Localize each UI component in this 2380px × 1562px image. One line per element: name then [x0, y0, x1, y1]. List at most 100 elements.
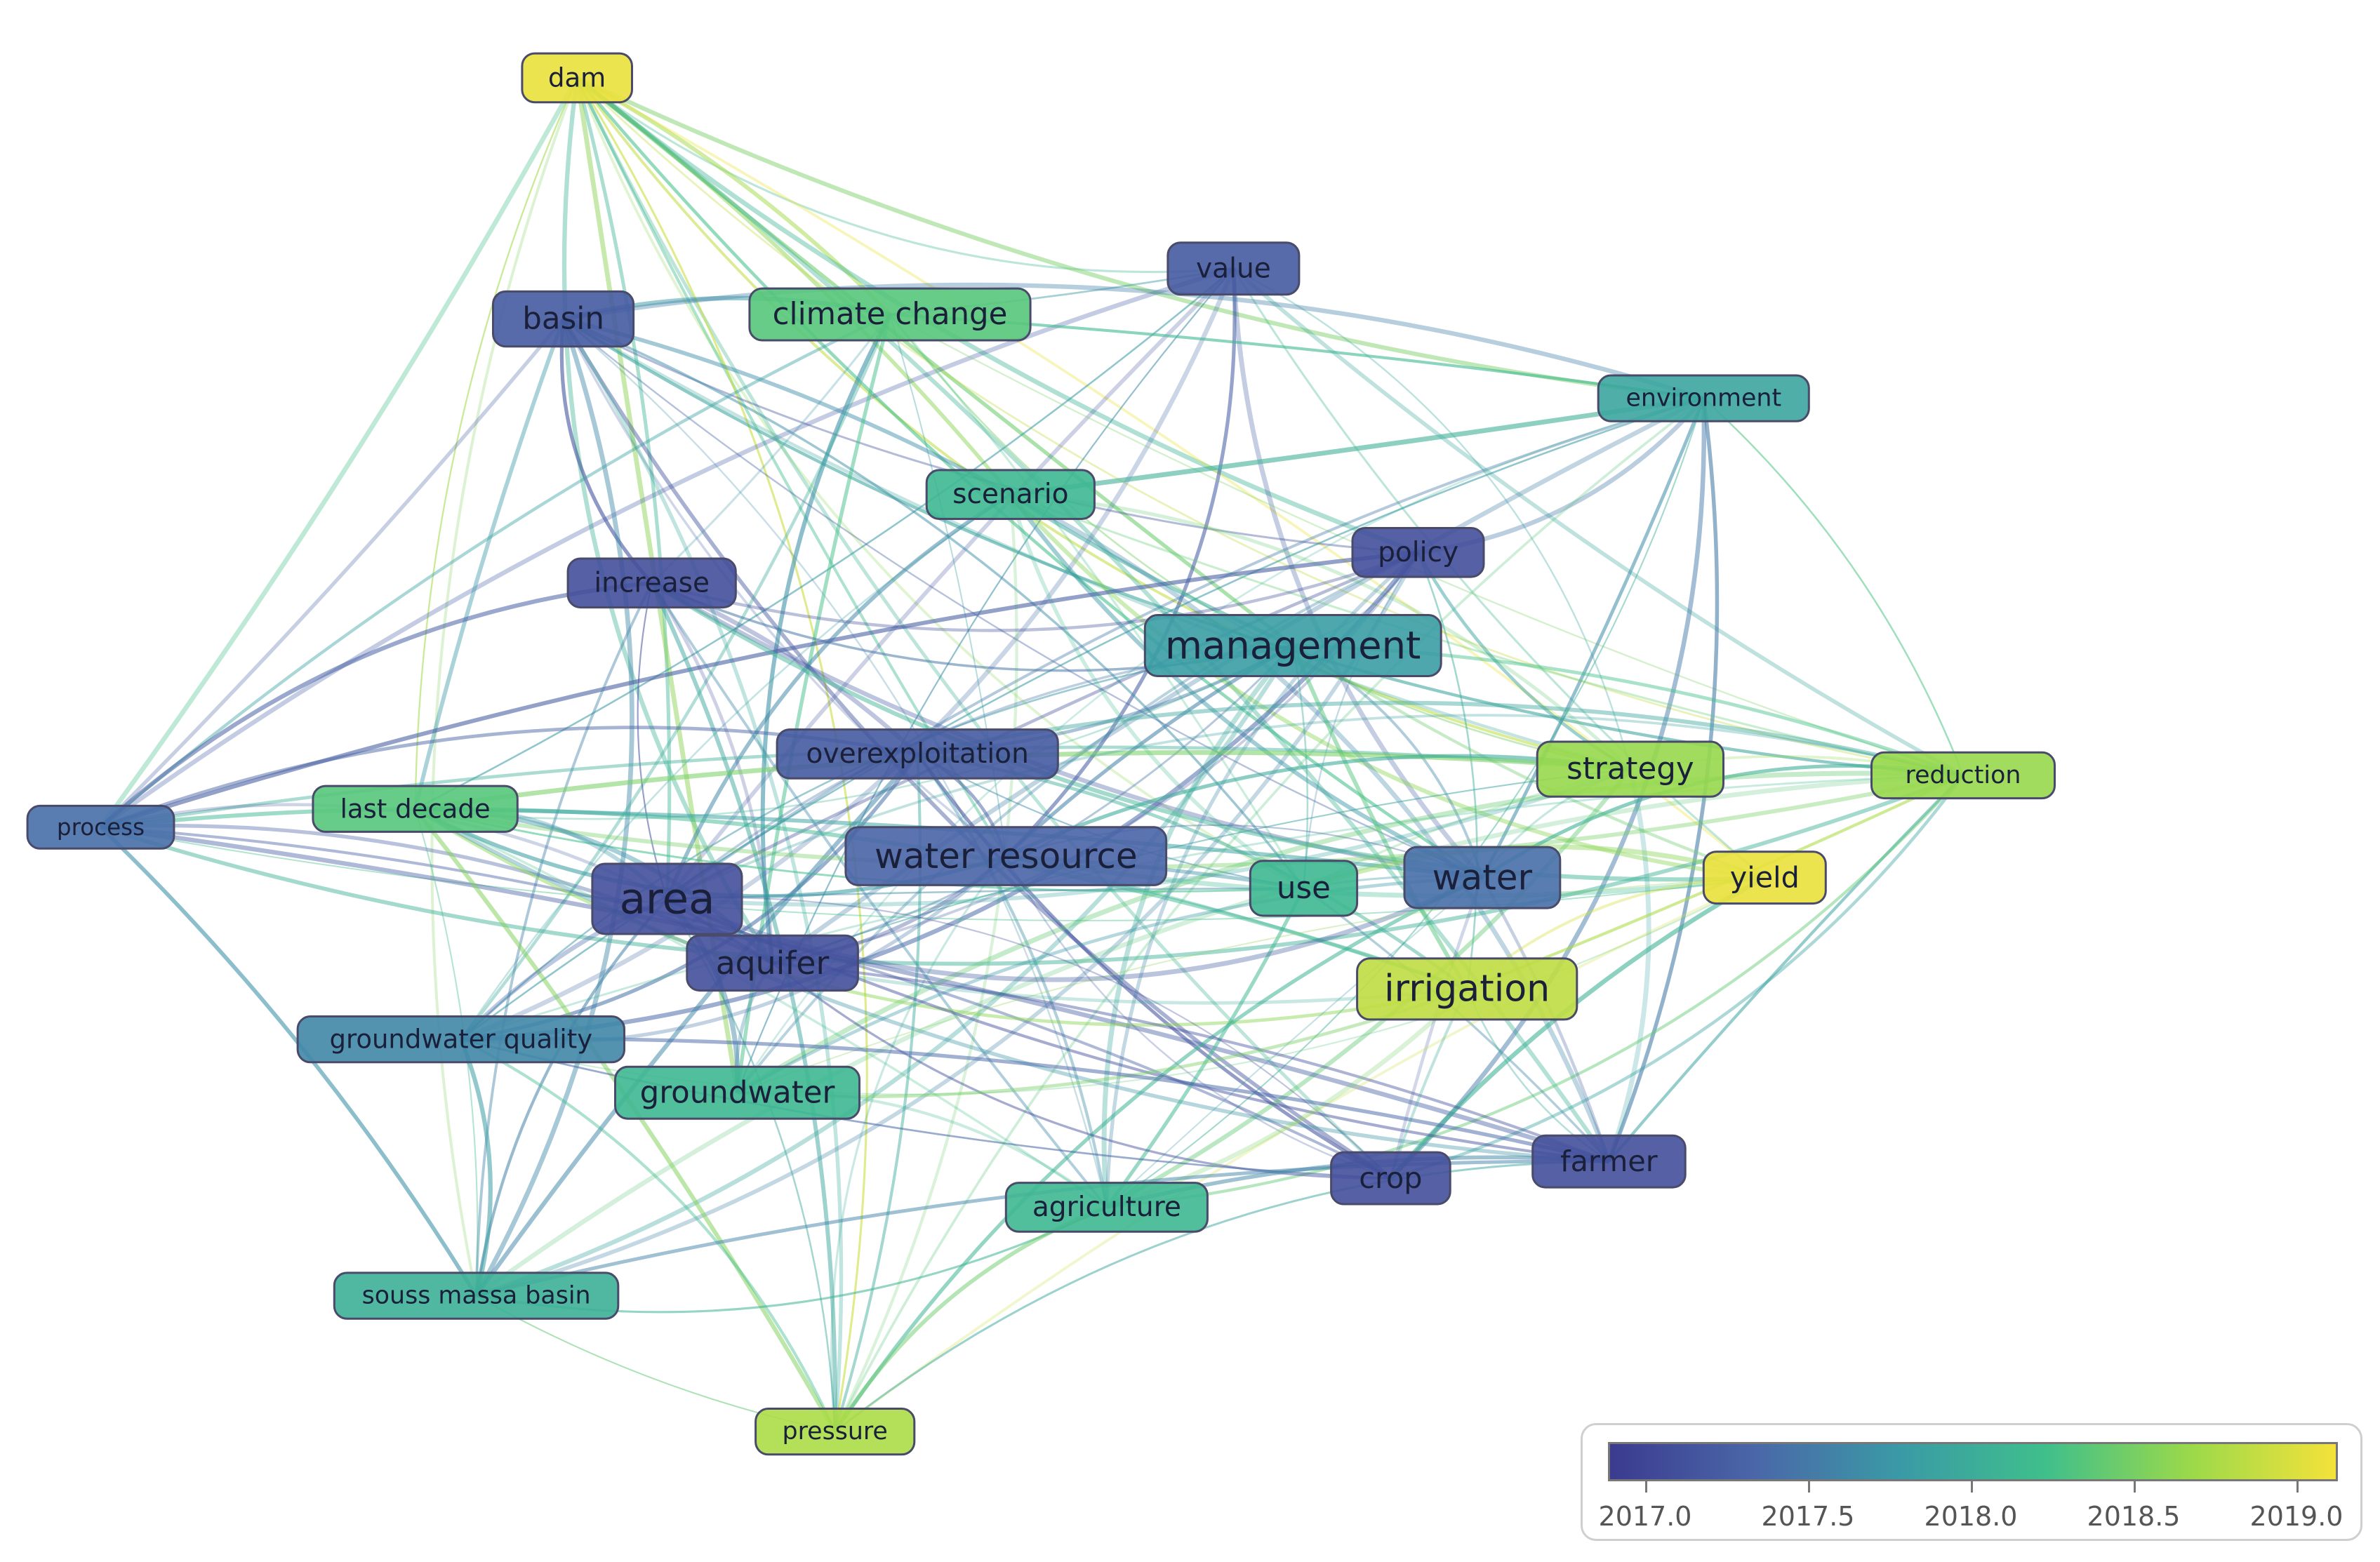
node-agriculture[interactable]: agriculture — [1004, 1182, 1209, 1233]
node-strategy[interactable]: strategy — [1536, 740, 1724, 798]
edge-strategy-farmer — [1607, 768, 1651, 1163]
node-use[interactable]: use — [1249, 860, 1359, 917]
node-label-souss-massa-basin: souss massa basin — [362, 1282, 591, 1310]
node-value[interactable]: value — [1166, 241, 1301, 296]
edge-environment-pressure — [834, 397, 1705, 1432]
edge-policy-groundwater — [736, 551, 1419, 1094]
node-area[interactable]: area — [591, 862, 743, 935]
node-box-strategy[interactable] — [1536, 740, 1724, 798]
edge-basin-souss-massa-basin — [474, 318, 634, 1297]
edge-scenario-groundwater-quality — [460, 493, 1011, 1040]
node-policy[interactable]: policy — [1351, 527, 1485, 578]
node-last-decade[interactable]: last decade — [312, 785, 519, 833]
node-souss-massa-basin[interactable]: souss massa basin — [333, 1271, 620, 1320]
node-box-value[interactable] — [1166, 241, 1301, 296]
node-aquifer[interactable]: aquifer — [686, 934, 859, 992]
node-box-aquifer[interactable] — [686, 934, 859, 992]
node-dam[interactable]: dam — [521, 52, 634, 104]
edge-scenario-use — [1009, 493, 1305, 890]
node-water[interactable]: water — [1403, 846, 1562, 909]
legend-label-2019-0: 2019.0 — [2249, 1501, 2344, 1532]
node-box-area[interactable] — [591, 862, 743, 935]
node-increase[interactable]: increase — [566, 557, 737, 609]
edge-dam-management — [576, 76, 1294, 648]
edge-use-area — [667, 887, 1304, 900]
node-box-use[interactable] — [1249, 860, 1359, 917]
node-reduction[interactable]: reduction — [1870, 751, 2056, 800]
node-box-irrigation[interactable] — [1356, 957, 1578, 1021]
edge-reduction-agriculture — [1106, 774, 1965, 1209]
edge-water-resource-crop — [1005, 855, 1391, 1180]
legend-label-2018-5: 2018.5 — [2087, 1501, 2181, 1532]
node-box-souss-massa-basin[interactable] — [333, 1271, 620, 1320]
node-farmer[interactable]: farmer — [1531, 1134, 1687, 1189]
edge-last-decade-farmer — [414, 807, 1609, 1163]
node-box-groundwater[interactable] — [614, 1065, 860, 1120]
edge-basin-increase — [559, 319, 653, 585]
node-box-pressure[interactable] — [754, 1408, 916, 1456]
node-pressure[interactable]: pressure — [754, 1408, 916, 1456]
edge-overexploitation-agriculture — [916, 753, 1108, 1208]
edge-scenario-area — [665, 493, 1012, 900]
node-box-agriculture[interactable] — [1004, 1182, 1209, 1233]
node-label-dam: dam — [548, 62, 606, 93]
edge-environment-water — [1480, 397, 1706, 879]
node-box-reduction[interactable] — [1870, 751, 2056, 800]
edge-climate-change-increase — [651, 314, 891, 584]
node-box-last-decade[interactable] — [312, 785, 519, 833]
node-crop[interactable]: crop — [1330, 1151, 1451, 1206]
node-box-water[interactable] — [1403, 846, 1562, 909]
node-environment[interactable]: environment — [1597, 374, 1810, 422]
node-label-increase: increase — [594, 567, 710, 599]
edge-last-decade-irrigation — [414, 807, 1468, 1027]
node-process[interactable]: process — [26, 804, 175, 850]
legend-tick — [2296, 1481, 2299, 1493]
node-water-resource[interactable]: water resource — [844, 826, 1168, 886]
node-box-process[interactable] — [26, 804, 175, 850]
node-box-policy[interactable] — [1351, 527, 1485, 578]
node-groundwater[interactable]: groundwater — [614, 1065, 860, 1120]
edge-reduction-groundwater-quality — [460, 774, 1964, 1041]
node-box-scenario[interactable] — [925, 469, 1096, 521]
edge-value-strategy — [1232, 267, 1632, 770]
node-box-environment[interactable] — [1597, 374, 1810, 422]
node-irrigation[interactable]: irrigation — [1356, 957, 1578, 1021]
node-groundwater-quality[interactable]: groundwater quality — [296, 1015, 625, 1064]
edge-policy-souss-massa-basin — [475, 551, 1421, 1298]
node-box-crop[interactable] — [1330, 1151, 1451, 1206]
node-basin[interactable]: basin — [492, 290, 635, 348]
node-box-climate-change[interactable] — [748, 287, 1032, 342]
edge-aquifer-farmer — [772, 961, 1610, 1163]
node-box-basin[interactable] — [492, 290, 635, 348]
edge-scenario-pressure — [833, 494, 1018, 1433]
node-box-yield[interactable] — [1702, 850, 1827, 905]
node-label-pressure: pressure — [783, 1417, 888, 1446]
edge-scenario-yield — [1009, 493, 1765, 880]
edge-increase-yield — [651, 581, 1765, 882]
node-box-overexploitation[interactable] — [776, 728, 1059, 780]
edge-basin-pressure — [561, 318, 844, 1432]
node-box-increase[interactable] — [566, 557, 737, 609]
node-box-water-resource[interactable] — [844, 826, 1168, 886]
node-scenario[interactable]: scenario — [925, 469, 1096, 521]
node-box-farmer[interactable] — [1531, 1134, 1687, 1189]
node-management[interactable]: management — [1143, 614, 1442, 677]
node-yield[interactable]: yield — [1702, 850, 1827, 905]
edge-increase-area — [637, 582, 668, 900]
edge-management-souss-massa-basin — [475, 644, 1295, 1298]
edge-policy-groundwater-quality — [460, 551, 1421, 1042]
node-label-environment: environment — [1626, 385, 1781, 413]
edge-environment-area — [666, 396, 1704, 900]
node-box-dam[interactable] — [521, 52, 634, 104]
node-label-overexploitation: overexploitation — [806, 738, 1029, 770]
edge-dam-last-decade — [414, 77, 578, 809]
node-climate-change[interactable]: climate change — [748, 287, 1032, 342]
node-label-last-decade: last decade — [340, 794, 491, 824]
node-box-management[interactable] — [1143, 614, 1442, 677]
node-box-groundwater-quality[interactable] — [296, 1015, 625, 1064]
edge-management-last-decade — [415, 644, 1294, 820]
node-overexploitation[interactable]: overexploitation — [776, 728, 1059, 780]
node-label-strategy: strategy — [1567, 752, 1694, 787]
edge-groundwater-quality-pressure — [460, 1038, 837, 1433]
